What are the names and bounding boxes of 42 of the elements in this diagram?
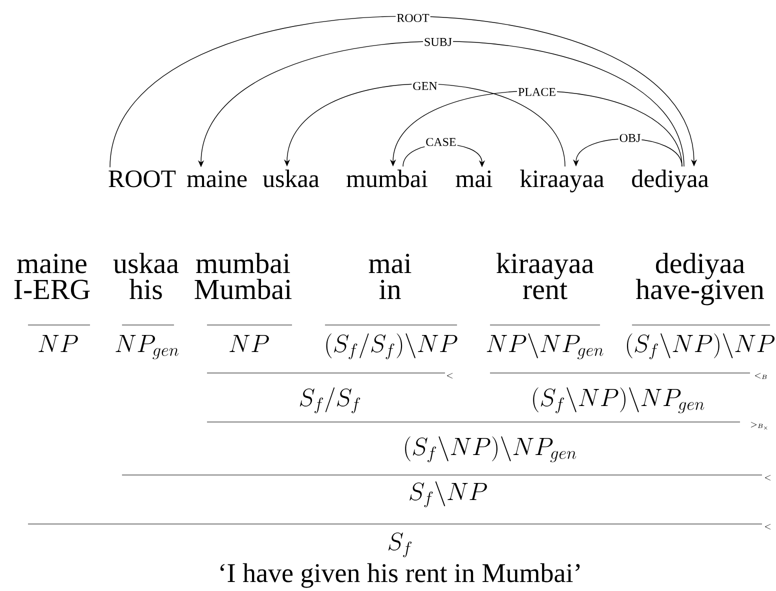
category: $NP_{gen}$: [116, 335, 178, 360]
word-gloss: kiraayaa: [496, 252, 594, 280]
arc-label: SUBJ: [423, 36, 453, 48]
word: kiraayaa: [520, 170, 604, 192]
word-gloss: his: [129, 278, 162, 300]
word-gloss: maine: [17, 254, 86, 274]
category: $NP$: [230, 335, 269, 352]
word-gloss: Mumbai: [194, 278, 292, 300]
word-gloss: in: [379, 280, 401, 299]
word: dediyaa: [632, 170, 709, 192]
word-gloss: dediyaa: [656, 252, 745, 280]
word-gloss: uskaa: [113, 252, 179, 274]
category: $NP\backslash NP_{gen}$: [486, 333, 604, 360]
arc-label: PLACE: [517, 86, 557, 98]
category: $(S_f/S_f)\backslash NP$: [326, 333, 458, 360]
category: $S_f\backslash NP$: [410, 481, 487, 508]
arc-label: ROOT: [396, 12, 430, 24]
word-gloss: mai: [368, 254, 412, 274]
category: $(S_f\backslash NP)\backslash NP_{gen}$: [405, 436, 576, 462]
category: $(S_f\backslash NP)\backslash NP$: [626, 333, 775, 360]
arc-label: CASE: [424, 136, 458, 148]
rule-label: $<$: [446, 373, 453, 378]
category: $(S_f\backslash NP)\backslash NP_{gen}$: [533, 387, 704, 414]
category: $S_f/S_f$: [300, 387, 360, 414]
word-gloss: have-given: [636, 278, 764, 306]
category: $S_f$: [388, 532, 412, 558]
word: uskaa: [262, 170, 320, 188]
rule-label: $<$: [764, 524, 771, 530]
rule-label: $<_{B}$: [754, 373, 767, 379]
word: maine: [186, 170, 247, 188]
word-gloss: I-ERG: [14, 280, 90, 300]
word: mai: [456, 170, 492, 188]
arc-label: OBJ: [618, 132, 642, 144]
rule-label: $>_{B_\times}$: [750, 422, 768, 430]
category: $NP$: [38, 335, 78, 352]
caption: ‘I have given his rent in Mumbai’: [220, 563, 580, 588]
word: ROOT: [108, 170, 176, 188]
word-gloss: rent: [523, 282, 568, 300]
rule-label: $<$: [764, 475, 771, 480]
arc-label: GEN: [412, 80, 438, 92]
word-gloss: mumbai: [196, 252, 290, 274]
word: mumbai: [346, 170, 428, 188]
